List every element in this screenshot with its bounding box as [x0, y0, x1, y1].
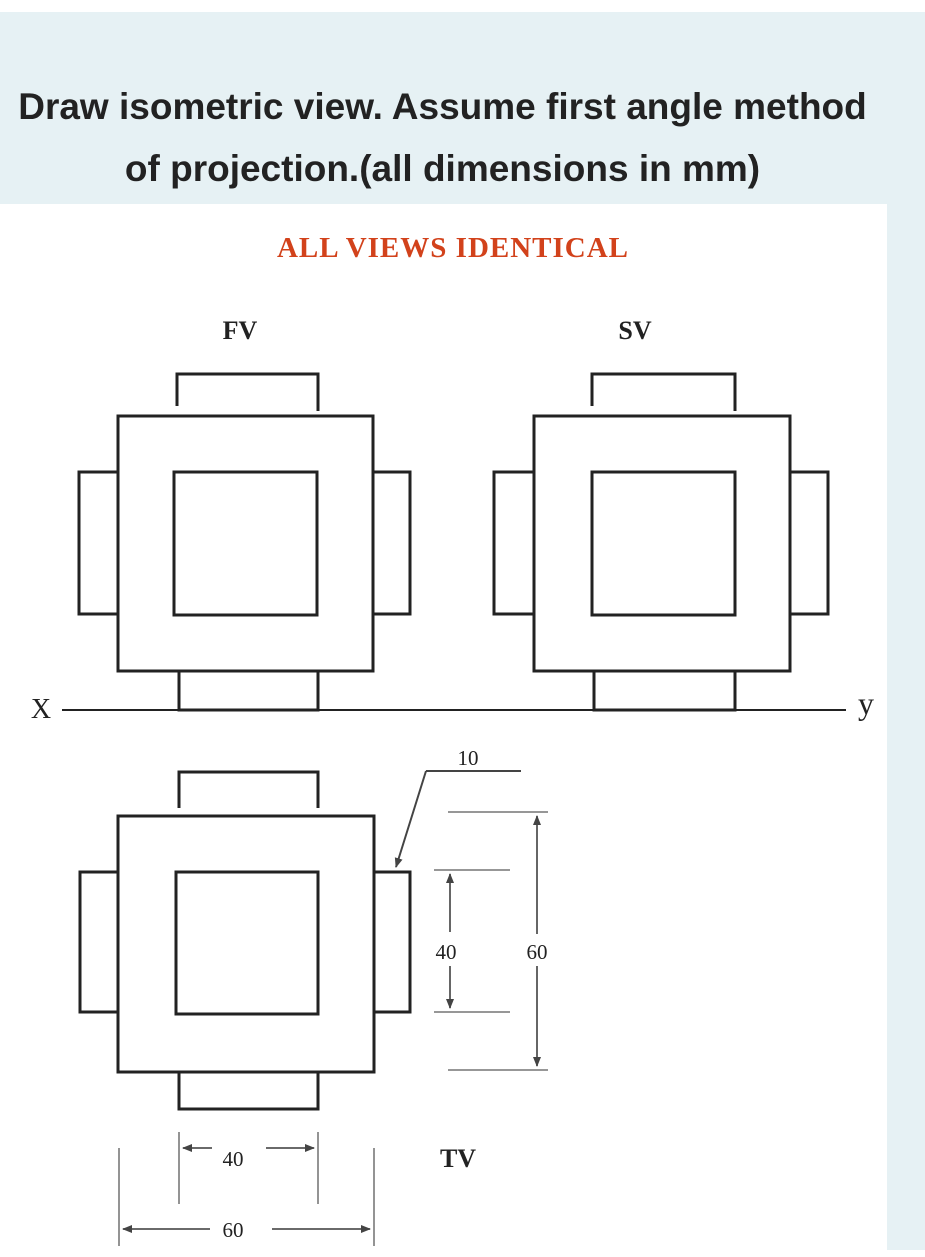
- dim-40-vertical: [434, 869, 510, 1013]
- dim-10-text: 10: [458, 746, 479, 770]
- side-view: [492, 372, 830, 712]
- dim-60-vertical: [448, 811, 548, 1071]
- sv-inner-square: [590, 470, 737, 617]
- question-text: Draw isometric view. Assume first angle …: [0, 76, 885, 200]
- dim-60-vertical-text: 60: [527, 940, 548, 964]
- fv-bottom-lug: [177, 671, 320, 712]
- bottom-strip: [0, 1250, 925, 1257]
- tv-right-lug: [374, 870, 412, 1014]
- tv-label: TV: [440, 1144, 476, 1173]
- tv-inner-square: [174, 870, 320, 1016]
- dim-60-horizontal-text: 60: [223, 1218, 244, 1242]
- projection-drawing: ALL VIEWS IDENTICAL FV SV X y: [0, 204, 887, 1250]
- fv-top-lug: [175, 372, 320, 411]
- tv-outer-square: [116, 814, 376, 1074]
- tv-top-lug: [177, 770, 320, 808]
- front-view: [77, 372, 412, 712]
- tv-bottom-lug: [177, 1072, 320, 1111]
- sv-outer-square: [532, 414, 792, 673]
- sv-top-lug: [590, 372, 737, 411]
- sv-left-lug: [492, 470, 534, 616]
- drawing-canvas: ALL VIEWS IDENTICAL FV SV X y: [31, 232, 874, 1246]
- dim-40-horizontal: [178, 1132, 319, 1204]
- y-label: y: [858, 685, 874, 721]
- fv-label: FV: [223, 316, 258, 345]
- x-label: X: [31, 694, 51, 725]
- tv-left-lug: [78, 870, 118, 1014]
- fv-inner-square: [172, 470, 319, 617]
- question-line-2: of projection.(all dimensions in mm): [124, 148, 761, 189]
- sv-label: SV: [618, 316, 651, 345]
- fv-right-lug: [373, 470, 412, 616]
- dim-10-leader: 10: [394, 746, 521, 868]
- dim-60-horizontal: [118, 1148, 375, 1246]
- question-line-1: Draw isometric view. Assume first angle …: [18, 86, 867, 127]
- top-view: [78, 770, 412, 1111]
- dim-40-horizontal-text: 40: [223, 1147, 244, 1171]
- fv-outer-square: [116, 414, 375, 673]
- dim-40-vertical-text: 40: [436, 940, 457, 964]
- heading-all-views-identical: ALL VIEWS IDENTICAL: [277, 232, 629, 264]
- sv-right-lug: [790, 470, 830, 616]
- fv-left-lug: [77, 470, 118, 616]
- sv-bottom-lug: [592, 671, 737, 712]
